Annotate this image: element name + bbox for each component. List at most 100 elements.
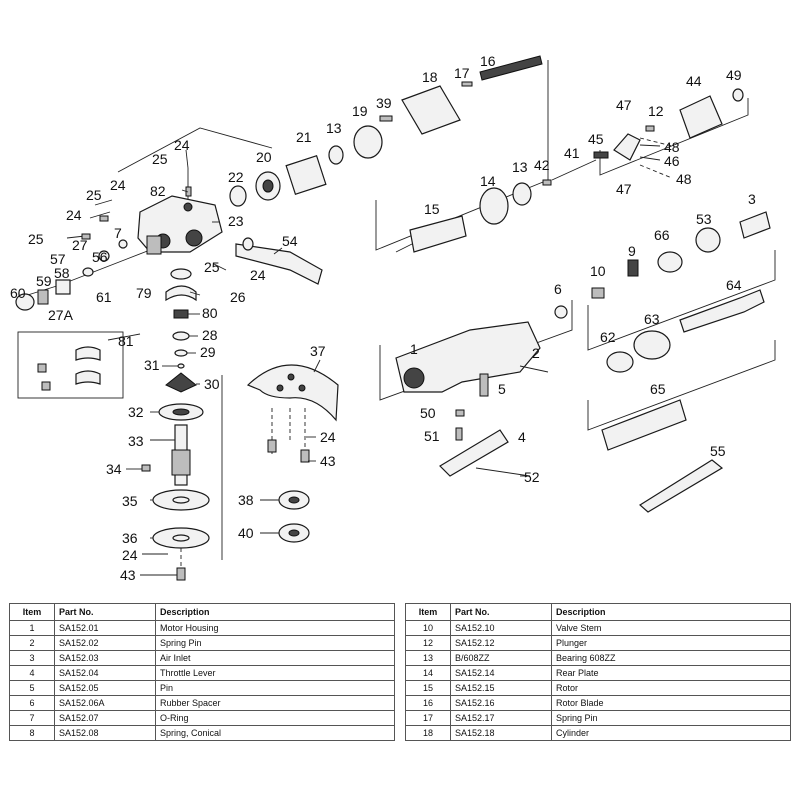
callout-31: 31 xyxy=(144,357,160,373)
callout-25: 25 xyxy=(152,151,168,167)
item-cell: 7 xyxy=(9,710,55,726)
item-cell: 15 xyxy=(405,680,451,696)
callout-48: 48 xyxy=(664,139,680,155)
callout-labels: 24 25 82 25 24 24 23 25 7 27 56 57 58 59… xyxy=(10,53,756,583)
callout-41: 41 xyxy=(564,145,580,161)
wheel-guard-37 xyxy=(246,364,339,463)
callout-24: 24 xyxy=(320,429,336,445)
inlet-fittings-57-60 xyxy=(15,239,128,311)
description-cell: Spring Pin xyxy=(155,635,395,651)
column-header-item: Item xyxy=(9,603,55,621)
callout-10: 10 xyxy=(590,263,606,279)
part-no-cell: SA152.07 xyxy=(54,710,156,726)
callout-40: 40 xyxy=(238,525,254,541)
callout-24: 24 xyxy=(110,177,126,193)
callout-25: 25 xyxy=(28,231,44,247)
callout-25: 25 xyxy=(86,187,102,203)
callout-42: 42 xyxy=(534,157,550,173)
callout-54: 54 xyxy=(282,233,298,249)
part-no-cell: SA152.05 xyxy=(54,680,156,696)
part-no-cell: SA152.04 xyxy=(54,665,156,681)
description-cell: Air Inlet xyxy=(155,650,395,666)
item-cell: 12 xyxy=(405,635,451,651)
callout-52: 52 xyxy=(524,469,540,485)
callout-47: 47 xyxy=(616,181,632,197)
gear-head-housing xyxy=(137,195,223,255)
callout-37: 37 xyxy=(310,343,326,359)
callout-62: 62 xyxy=(600,329,616,345)
column-header-description: Description xyxy=(551,603,791,621)
description-cell: Rear Plate xyxy=(551,665,791,681)
throttle-lever-group xyxy=(439,409,531,477)
item-cell: 17 xyxy=(405,710,451,726)
item-cell: 14 xyxy=(405,665,451,681)
part-no-cell: SA152.08 xyxy=(54,725,156,741)
description-cell: Rotor xyxy=(551,680,791,696)
part-no-cell: SA152.17 xyxy=(450,710,552,726)
callout-32: 32 xyxy=(128,404,144,420)
callout-15: 15 xyxy=(424,201,440,217)
callout-24: 24 xyxy=(122,547,138,563)
callout-18: 18 xyxy=(422,69,438,85)
part-no-cell: SA152.15 xyxy=(450,680,552,696)
description-cell: Spring, Conical xyxy=(155,725,395,741)
callout-61: 61 xyxy=(96,289,112,305)
detail-27A xyxy=(37,346,101,391)
description-cell: Pin xyxy=(155,680,395,696)
flanges-38-40 xyxy=(278,490,310,543)
callout-51: 51 xyxy=(424,428,440,444)
callout-24: 24 xyxy=(66,207,82,223)
callout-24: 24 xyxy=(174,137,190,153)
callout-7: 7 xyxy=(114,225,122,241)
callout-19: 19 xyxy=(352,103,368,119)
item-cell: 1 xyxy=(9,620,55,636)
motor-housing-1 xyxy=(395,321,549,397)
callout-47: 47 xyxy=(616,97,632,113)
item-cell: 2 xyxy=(9,635,55,651)
callout-65: 65 xyxy=(650,381,666,397)
description-cell: Throttle Lever xyxy=(155,665,395,681)
item-cell: 4 xyxy=(9,665,55,681)
item-cell: 8 xyxy=(9,725,55,741)
item-cell: 3 xyxy=(9,650,55,666)
callout-38: 38 xyxy=(238,492,254,508)
rotor-group xyxy=(395,88,744,253)
callout-45: 45 xyxy=(588,131,604,147)
callout-24: 24 xyxy=(250,267,266,283)
callout-56: 56 xyxy=(92,249,108,265)
callout-36: 36 xyxy=(122,530,138,546)
callout-3: 3 xyxy=(748,191,756,207)
callout-46: 46 xyxy=(664,153,680,169)
callout-44: 44 xyxy=(686,73,702,89)
description-cell: Spring Pin xyxy=(551,710,791,726)
part-no-cell: B/608ZZ xyxy=(450,650,552,666)
item-cell: 16 xyxy=(405,695,451,711)
part-no-cell: SA152.18 xyxy=(450,725,552,741)
callout-20: 20 xyxy=(256,149,272,165)
callout-4: 4 xyxy=(518,429,526,445)
callout-26: 26 xyxy=(230,289,246,305)
callout-43: 43 xyxy=(320,453,336,469)
item-cell: 13 xyxy=(405,650,451,666)
callout-48: 48 xyxy=(676,171,692,187)
callout-12: 12 xyxy=(648,103,664,119)
callout-79: 79 xyxy=(136,285,152,301)
callout-28: 28 xyxy=(202,327,218,343)
callout-80: 80 xyxy=(202,305,218,321)
callout-82: 82 xyxy=(150,183,166,199)
callout-6: 6 xyxy=(554,281,562,297)
callout-23: 23 xyxy=(228,213,244,229)
table-header-row: Item Part No. Description xyxy=(9,603,395,621)
